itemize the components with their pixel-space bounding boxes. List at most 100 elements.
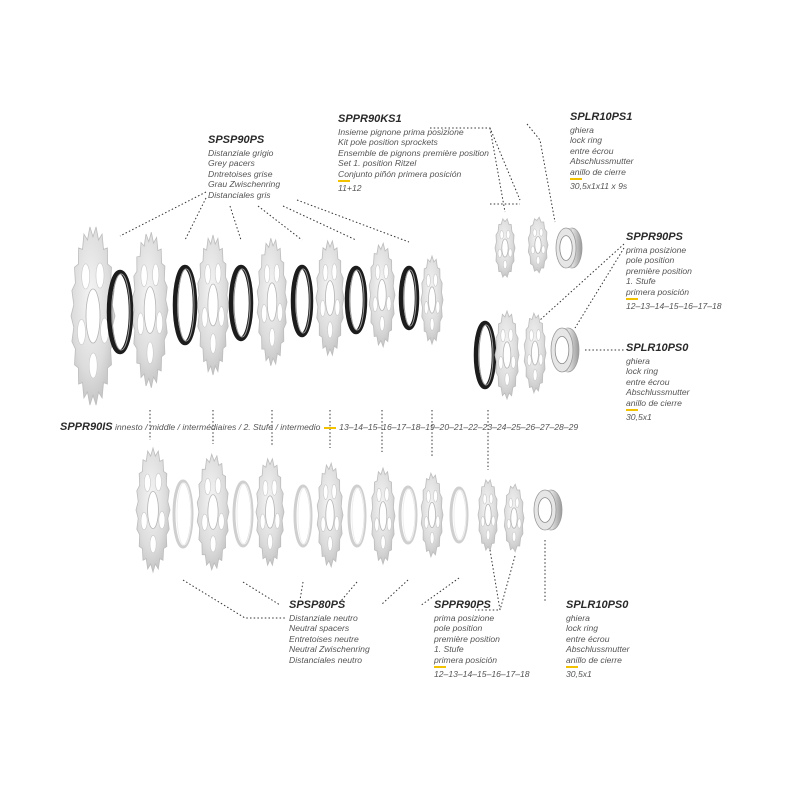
leader-spsp80ps-3 (299, 581, 304, 601)
yellow-underline (434, 666, 446, 669)
sprocket-kit-2 (527, 216, 549, 274)
desc-spsp90ps-it: Distanziale grigio (208, 148, 274, 158)
yellow-underline (566, 666, 578, 669)
sprocket-bottom-6 (420, 471, 444, 559)
desc-splr10ps0-bottom-de: Abschlussmutter (566, 644, 630, 655)
desc-sppr90ps-bottom-de: 1. Stufe (434, 644, 464, 655)
lock-ring-splr10ps0-top (550, 327, 580, 373)
desc-spsp80ps-en: Neutral spacers (289, 623, 350, 634)
leader-spsp80ps-2 (242, 581, 281, 606)
desc-sppr90ps-top-en: pole position (626, 255, 675, 266)
desc-spsp80ps-it: Distanziale neutro (289, 613, 358, 623)
desc-sppr90ks1-fr: Ensemble de pignons première position (338, 147, 489, 158)
sizes-splr10ps1: 30,5x1x11 x 9s (570, 181, 628, 192)
desc-sppr90ps-top-it: prima posizione (626, 245, 687, 255)
part-code-sppr90ps-top: SPPR90PS (626, 231, 683, 243)
part-code-splr10ps0-top: SPLR10PS0 (626, 342, 689, 354)
desc-spsp80ps-fr: Entretoises neutre (289, 633, 359, 644)
leader-spsp90ps-4 (257, 205, 303, 241)
label-sppr90ps-bottom: SPPR90PS prima posizione pole position p… (434, 599, 530, 679)
desc-splr10ps1-de: Abschlussmutter (570, 156, 634, 167)
desc-spsp90ps-es: Distanciales gris (208, 189, 271, 200)
sprocket-bottom-5 (370, 466, 396, 566)
label-spsp80ps: SPSP80PS Distanziale neutro Neutral spac… (289, 599, 370, 665)
part-code-spsp90ps: SPSP90PS (208, 134, 265, 146)
part-code-splr10ps0-bottom: SPLR10PS0 (566, 599, 629, 611)
desc-splr10ps0-bottom-en: lock ring (566, 623, 598, 634)
yellow-underline (323, 426, 336, 429)
dark-spacer-4 (290, 264, 314, 338)
desc-splr10ps0-top-es: anillo de cierre (626, 397, 682, 408)
sprocket-pole-2 (523, 312, 547, 394)
sizes-splr10ps0-bottom: 30,5x1 (566, 669, 592, 680)
sprocket-bottom-2 (196, 452, 230, 572)
yellow-underline (570, 178, 582, 181)
sprocket-kit-1 (494, 217, 516, 279)
label-splr10ps0-top: SPLR10PS0 ghiera lock ring entre écrou A… (626, 342, 690, 422)
desc-splr10ps1-it: ghiera (570, 125, 594, 135)
lock-ring-splr10ps1 (555, 227, 583, 269)
neutral-spacer-1 (172, 479, 194, 549)
parts-layer (70, 216, 583, 574)
desc-sppr90ps-bottom-es: primera posición (434, 654, 498, 665)
dark-spacer-6 (398, 265, 420, 331)
dark-spacer-1 (106, 269, 134, 355)
part-code-sppr90ks1: SPPR90KS1 (338, 113, 402, 125)
neutral-spacer-6 (449, 486, 469, 544)
yellow-underline (338, 180, 350, 183)
desc-splr10ps1-es: anillo de cierre (570, 166, 626, 177)
label-sppr90ks1: SPPR90KS1 Insieme pignone prima posizion… (338, 113, 489, 193)
desc-spsp80ps-es: Distanciales neutro (289, 654, 363, 665)
label-sppr90is: SPPR90IS innesto / middle / intermédiair… (60, 421, 578, 433)
label-sppr90ps-top: SPPR90PS prima posizione pole position p… (626, 231, 722, 311)
sizes-splr10ps0-top: 30,5x1 (626, 412, 652, 423)
leader-sppr90ks1-b (489, 127, 506, 213)
part-code-splr10ps1: SPLR10PS1 (570, 111, 633, 123)
sprocket-bottom-4 (316, 461, 344, 569)
dark-spacer-2 (172, 264, 198, 346)
desc-sppr90ps-bottom-en: pole position (434, 623, 483, 634)
desc-sppr90ks1-de: Set 1. position Ritzel (338, 158, 417, 169)
leader-splr10ps1 (526, 123, 556, 223)
desc-sppr90ps-bottom-it: prima posizione (434, 613, 495, 623)
sprocket-bottom-1 (135, 446, 171, 574)
desc-sppr90ps-top-de: 1. Stufe (626, 276, 656, 287)
desc-splr10ps0-bottom-fr: entre écrou (566, 633, 610, 644)
leader-spsp80ps-6 (419, 577, 460, 607)
leader-lines (119, 123, 625, 619)
neutral-spacer-5 (398, 485, 418, 545)
desc-spsp80ps-de: Neutral Zwischenring (289, 644, 370, 655)
leader-spsp90ps-6 (296, 199, 410, 243)
desc-splr10ps0-top-fr: entre écrou (626, 376, 670, 387)
sizes-sppr90ps-bottom: 12–13–14–15–16–17–18 (434, 669, 530, 680)
desc-sppr90ps-top-fr: première position (626, 265, 692, 276)
part-code-sppr90ps-bottom: SPPR90PS (434, 599, 491, 611)
desc-splr10ps0-top-en: lock ring (626, 366, 658, 377)
sprocket-bottom-3 (255, 457, 285, 567)
sizes-sppr90is: 13–14–15–16–17–18–19–20–21–22–23–24–25–2… (339, 422, 579, 432)
leader-spsp80ps-5 (381, 579, 409, 605)
leader-spsp90ps-5 (282, 205, 357, 241)
sprocket-bottom-7 (477, 478, 499, 552)
leader-spsp80ps-1 (182, 579, 285, 619)
desc-sppr90is: innesto / middle / intermédiaires / 2. S… (114, 422, 321, 432)
desc-splr10ps1-en: lock ring (570, 135, 602, 146)
lock-ring-splr10ps0-bottom (533, 489, 563, 531)
leader-spsp90ps-2 (184, 197, 207, 241)
desc-sppr90ks1-es: Conjunto piñón primera posición (338, 168, 462, 179)
desc-splr10ps0-top-de: Abschlussmutter (626, 387, 690, 398)
desc-splr10ps1-fr: entre écrou (570, 145, 614, 156)
dark-spacer-pole (473, 320, 497, 390)
neutral-spacer-3 (293, 484, 313, 548)
desc-sppr90ps-bottom-fr: première position (434, 633, 500, 644)
desc-sppr90ps-top-es: primera posición (626, 286, 690, 297)
desc-spsp90ps-fr: Dntretoises grise (208, 168, 273, 179)
leader-sppr90ps-top-a (539, 243, 625, 321)
sprocket-top-4 (256, 238, 288, 366)
sprocket-bottom-8 (503, 483, 525, 553)
sprocket-top-5 (315, 239, 345, 357)
neutral-spacer-2 (232, 480, 254, 548)
desc-sppr90ks1-en: Kit pole position sprockets (338, 137, 438, 148)
dark-spacer-5 (344, 265, 368, 335)
